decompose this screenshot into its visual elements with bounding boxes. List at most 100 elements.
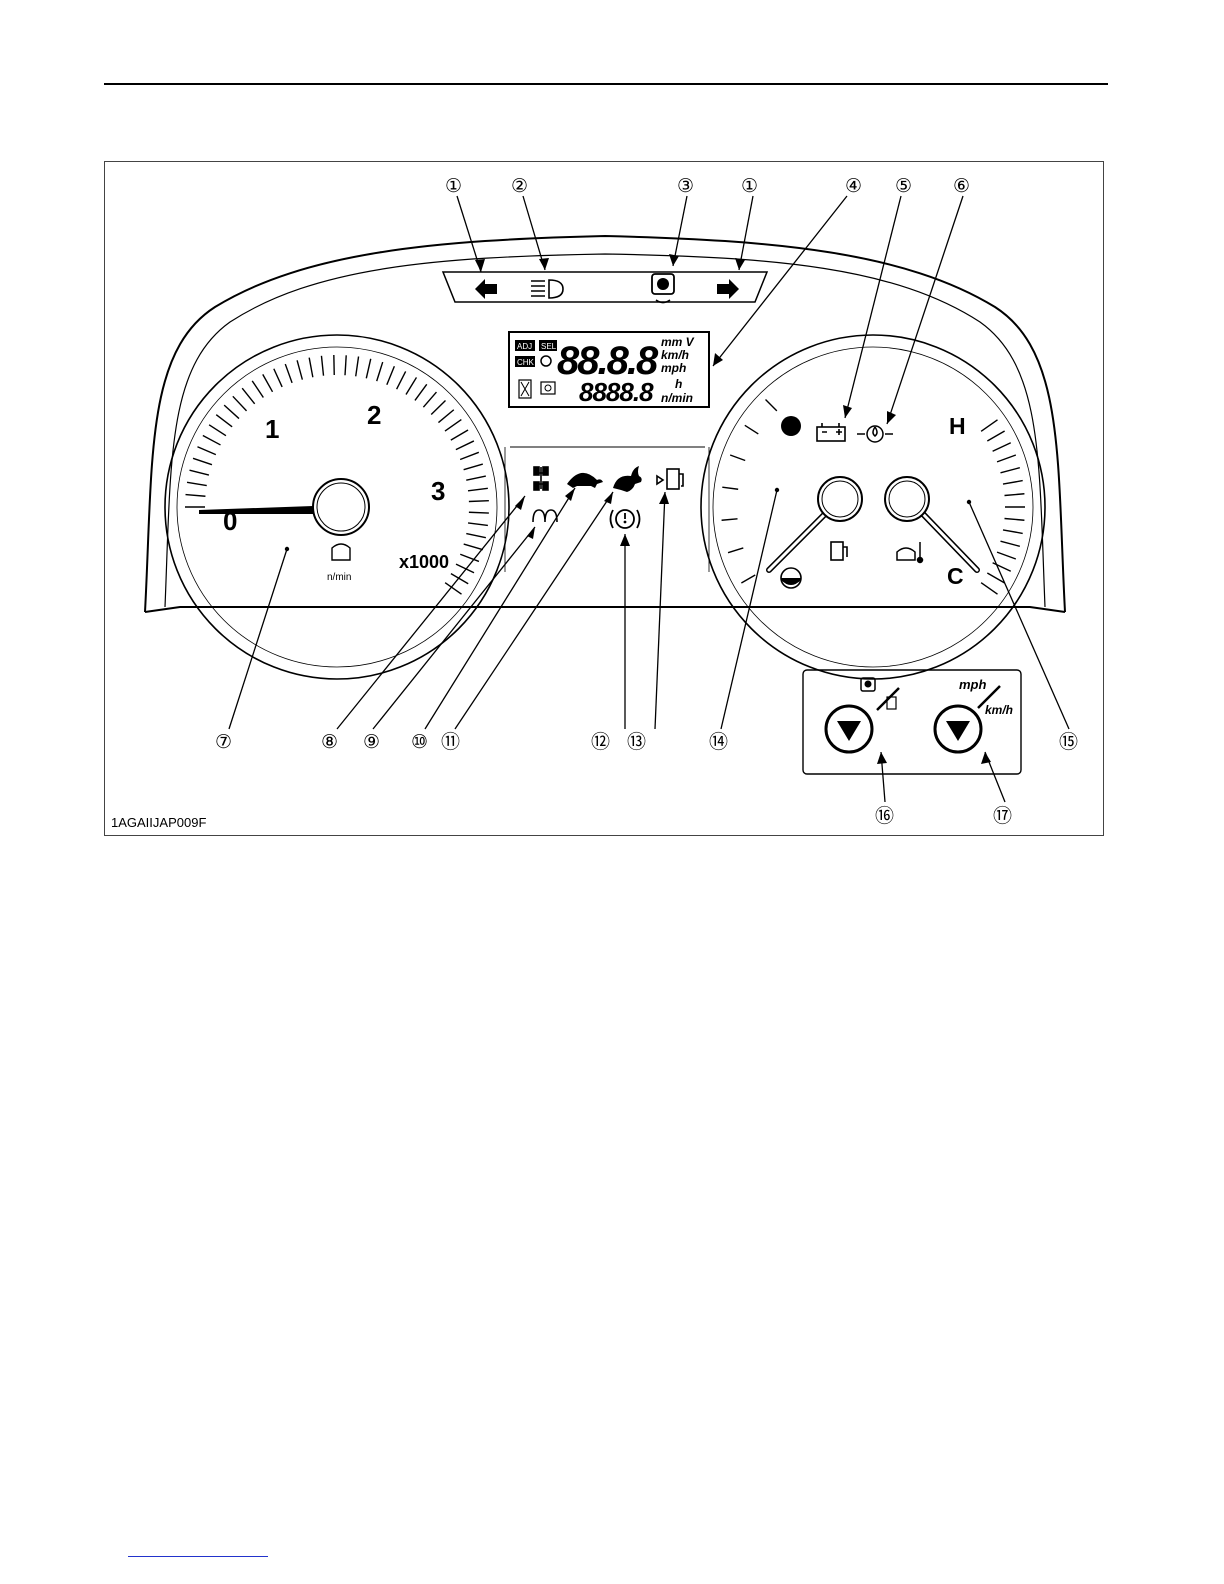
gauge-tick (186, 495, 206, 497)
gauge-tick (464, 464, 483, 470)
callout-turtle: ⑩ (411, 732, 428, 753)
gauge-tick (366, 359, 370, 379)
turtle-low-speed-icon (567, 473, 603, 488)
fuel-ticks (722, 400, 777, 583)
lcd-unit-kmh: km/h (661, 348, 689, 362)
gauge-tick (1004, 494, 1024, 496)
service-hourglass-button-icons (861, 678, 899, 710)
callout-button-right: ⑰ (993, 805, 1012, 827)
gauge-tick (423, 392, 436, 407)
gauge-tick (741, 575, 755, 583)
gauge-tick (460, 554, 479, 561)
gauge-tick (209, 425, 226, 436)
lcd-badge-adj-text: ADJ (517, 342, 532, 351)
gauge-tick (981, 583, 997, 594)
callout-4wd: ⑧ (321, 732, 338, 753)
engine-speed-icon (332, 544, 350, 560)
gauge-tick (431, 401, 445, 415)
gauge-tick (1003, 481, 1023, 484)
fuel-empty-icon (781, 568, 801, 588)
gauge-tick (285, 364, 292, 383)
temp-gauge-hub (885, 477, 929, 521)
gauge-tick (242, 388, 254, 404)
gauge-tick (297, 360, 302, 379)
gauge-tick (722, 519, 738, 520)
gauge-tick (456, 441, 474, 450)
button-label-mph: mph (959, 677, 987, 692)
gauge-tick (387, 366, 395, 385)
gauge-tick (451, 430, 468, 440)
turn-right-icon (717, 279, 739, 299)
panel-bezel (145, 236, 1065, 612)
gauge-tick (993, 443, 1011, 451)
header-rule (104, 83, 1108, 85)
transmission-warning-icon (652, 274, 674, 303)
footer-link-underline (128, 1556, 268, 1557)
headlight-high-beam-icon (531, 280, 563, 298)
glow-plug-icon (533, 510, 557, 522)
turn-left-icon (475, 279, 497, 299)
lcd-gear-icon (541, 356, 551, 366)
gauge-tick (203, 436, 221, 445)
parking-brake-icon (611, 510, 640, 528)
gauge-tick (730, 455, 745, 460)
engine-oil-pressure-icon (857, 426, 893, 442)
gauge-tick (445, 420, 461, 432)
coolant-temperature-icon (897, 542, 923, 563)
rabbit-high-speed-icon (613, 466, 642, 492)
gauge-tick (309, 358, 313, 378)
gauge-tick (451, 574, 468, 584)
gauge-tick (460, 452, 479, 459)
tach-needle (199, 506, 313, 514)
lcd-bottom-digits: 8888.8 (579, 377, 654, 407)
gauge-tick (377, 362, 383, 381)
gauge-tick (468, 523, 488, 525)
gauge-tick (321, 356, 323, 376)
tach-label-1: 1 (265, 414, 279, 444)
callout-lcd: ④ (845, 176, 862, 197)
gauge-tick (1004, 519, 1024, 521)
gauge-tick (466, 534, 486, 538)
callout-temp-gauge: ⑮ (1059, 731, 1078, 753)
lcd-service-icon (541, 382, 555, 394)
lcd-unit-mmv: mm V (661, 335, 695, 349)
callout-tachometer: ⑦ (215, 732, 232, 753)
gauge-tick (466, 476, 486, 480)
gauge-tick (1003, 530, 1023, 533)
callout-rabbit: ⑪ (441, 731, 460, 753)
gauge-tick (993, 563, 1011, 571)
gauge-tick (456, 564, 474, 573)
callout-high-beam: ② (511, 176, 528, 197)
temperature-ticks (981, 420, 1025, 594)
select-down-button-left[interactable] (826, 706, 872, 752)
gauge-tick (252, 381, 263, 398)
lcd-unit-mph: mph (661, 361, 686, 375)
instrument-panel-figure: 0 1 2 3 x1000 n/min ADJ SEL CHK 88.8.8 m… (104, 161, 1104, 836)
gauge-tick (274, 369, 282, 387)
gauge-tick (406, 377, 416, 394)
button-label-kmh: km/h (985, 703, 1013, 717)
gauge-tick (263, 374, 273, 391)
lcd-unit-nmin: n/min (661, 391, 693, 405)
select-down-button-right[interactable] (935, 706, 981, 752)
callout-turn-left: ① (445, 176, 462, 197)
lcd-badge-sel-text: SEL (541, 342, 557, 351)
lcd-badge-chk-text: CHK (517, 358, 535, 367)
figure-code: 1AGAIIJAP009F (111, 815, 206, 830)
battery-charge-icon (817, 423, 845, 441)
gauge-tick (190, 470, 209, 475)
gauge-tick (469, 512, 489, 513)
gauge-tick (356, 357, 359, 377)
gauge-tick (197, 447, 215, 455)
tach-multiplier: x1000 (399, 552, 449, 572)
gauge-tick (193, 458, 212, 464)
callout-battery: ⑤ (895, 176, 912, 197)
gauge-tick (1001, 468, 1020, 473)
gauge-tick (469, 501, 489, 502)
gauge-tick (438, 410, 453, 423)
callout-button-left: ⑯ (875, 805, 894, 827)
gauge-tick (345, 355, 346, 375)
gauge-tick (187, 482, 207, 485)
tach-unit: n/min (327, 572, 351, 583)
tach-label-3: 3 (431, 476, 445, 506)
